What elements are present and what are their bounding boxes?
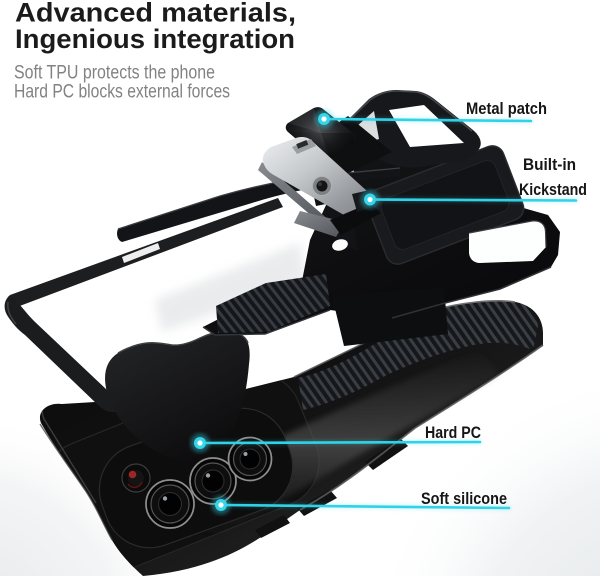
svg-text:Advanced materials,: Advanced materials, xyxy=(15,0,296,28)
svg-text:Built-in: Built-in xyxy=(523,155,576,174)
svg-text:Soft silicone: Soft silicone xyxy=(421,489,507,508)
svg-text:Ingenious integration: Ingenious integration xyxy=(15,24,295,54)
svg-text:Kickstand: Kickstand xyxy=(519,180,587,199)
svg-text:Hard PC blocks external forces: Hard PC blocks external forces xyxy=(14,82,230,103)
svg-text:Metal patch: Metal patch xyxy=(466,99,547,118)
svg-text:Soft TPU protects the phone: Soft TPU protects the phone xyxy=(14,63,215,84)
svg-text:Hard PC: Hard PC xyxy=(425,423,481,442)
